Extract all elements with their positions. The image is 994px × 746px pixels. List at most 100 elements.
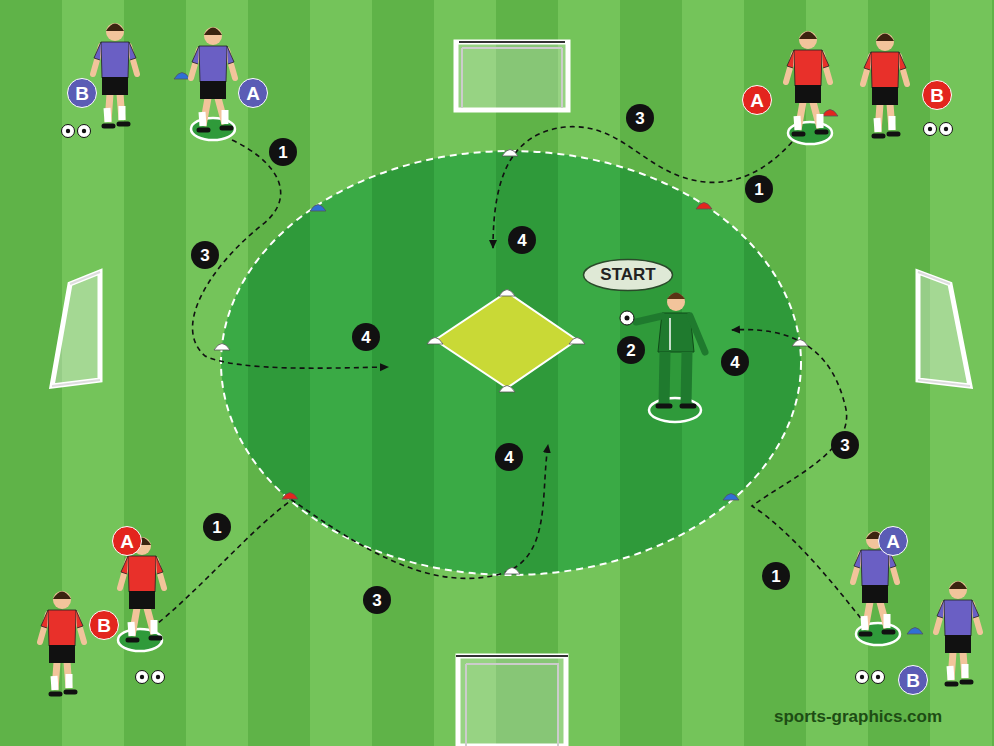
- label-text: 2: [626, 342, 635, 359]
- label-text: sports-graphics.com: [774, 708, 942, 725]
- shape: [108, 94, 122, 122]
- team-badge: B: [67, 78, 97, 108]
- label-text: 4: [730, 354, 739, 371]
- shape: [864, 614, 887, 630]
- label-text: 1: [278, 144, 287, 161]
- shape: [106, 23, 124, 41]
- shape: [794, 50, 822, 86]
- marker-cone: [723, 494, 739, 501]
- shape: [41, 610, 83, 628]
- callout-number: 3: [831, 431, 859, 459]
- team-badge: A: [878, 526, 908, 556]
- callout-number: 1: [745, 175, 773, 203]
- shape: [132, 608, 154, 636]
- team-badge: B: [89, 610, 119, 640]
- shape: [794, 132, 826, 134]
- node-text: START: [600, 265, 655, 285]
- coach-figure: [620, 293, 705, 407]
- players: [40, 23, 980, 694]
- shape: [871, 52, 899, 88]
- shape: [795, 85, 821, 103]
- shape: [102, 77, 128, 95]
- running-paths: [152, 127, 866, 628]
- callout-number: 1: [762, 562, 790, 590]
- shape: [202, 110, 225, 126]
- shape: [799, 31, 817, 49]
- label-text: 3: [372, 592, 381, 609]
- ball-patch: [82, 129, 86, 133]
- ball: [62, 125, 75, 138]
- callout-number: 4: [352, 323, 380, 351]
- ball-patch: [66, 129, 70, 133]
- callout-number: 1: [203, 513, 231, 541]
- player-figure: [93, 23, 137, 126]
- shape: [951, 652, 965, 680]
- player-figure: [40, 591, 84, 694]
- label-text: 4: [504, 449, 513, 466]
- shape: [54, 674, 69, 690]
- callout-number: 4: [508, 226, 536, 254]
- ball: [78, 125, 91, 138]
- shape: [53, 592, 71, 600]
- goal-left: [52, 272, 100, 386]
- shape: [861, 632, 893, 634]
- ball-patch: [860, 675, 864, 679]
- shape: [199, 46, 227, 82]
- callout-number: 3: [191, 241, 219, 269]
- player-figure: [786, 31, 830, 134]
- shape: [878, 104, 892, 132]
- label-text: A: [246, 84, 260, 103]
- shape: [797, 114, 820, 130]
- goal-right: [918, 272, 970, 386]
- shape: [876, 33, 894, 51]
- cones: [97, 73, 923, 635]
- shape: [192, 46, 234, 64]
- label-text: B: [930, 86, 944, 105]
- marker-cone: [499, 290, 515, 297]
- shape: [949, 582, 967, 590]
- start-rings: [118, 118, 900, 651]
- label-text: B: [906, 671, 920, 690]
- ball-patch: [928, 127, 932, 131]
- team-badge: B: [898, 665, 928, 695]
- ball: [152, 671, 165, 684]
- shape: [104, 124, 128, 126]
- shape: [199, 128, 231, 130]
- shape: [131, 620, 154, 636]
- shape: [944, 600, 972, 636]
- marker-cone: [504, 568, 520, 575]
- callout-number: 1: [269, 138, 297, 166]
- shape: [945, 635, 971, 653]
- label-text: A: [750, 91, 764, 110]
- shape: [950, 664, 965, 680]
- label-text: 4: [361, 329, 370, 346]
- player-figure: [863, 33, 907, 136]
- callout-number: 3: [626, 104, 654, 132]
- marker-cone: [502, 150, 518, 157]
- goal-top: [456, 42, 568, 110]
- label-text: B: [97, 616, 111, 635]
- ball-patch: [876, 675, 880, 679]
- shape: [799, 32, 817, 40]
- shape: [937, 600, 979, 618]
- team-badge: A: [238, 78, 268, 108]
- marker-cone: [214, 344, 230, 351]
- shape: [876, 34, 894, 42]
- shape: [129, 591, 155, 609]
- team-badge: B: [922, 80, 952, 110]
- label-text: 3: [200, 247, 209, 264]
- shape: [121, 556, 163, 574]
- shape: [787, 50, 829, 68]
- ball-patch: [156, 675, 160, 679]
- shape: [874, 134, 898, 136]
- shape: [947, 682, 971, 684]
- target-diamond: [435, 292, 577, 388]
- goal-bottom: [456, 656, 568, 746]
- shape: [51, 692, 75, 694]
- team-badge: A: [742, 85, 772, 115]
- label-text: 3: [635, 110, 644, 127]
- callout-number: 4: [721, 348, 749, 376]
- shape: [203, 98, 225, 126]
